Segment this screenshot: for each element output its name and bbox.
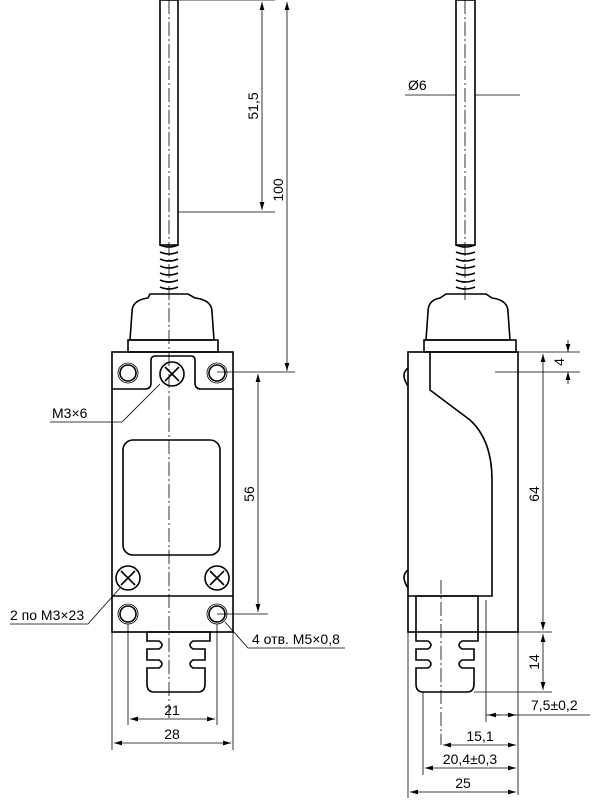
side-bellows: [415, 595, 479, 693]
screw-icons: [115, 361, 230, 591]
dim-20-4: 20,4±0,3: [443, 751, 498, 767]
side-contour: [408, 352, 493, 597]
dim-21: 21: [164, 702, 180, 718]
front-view: [111, 0, 234, 720]
screw-top-label: M3×6: [52, 405, 88, 421]
dim-100: 100: [270, 178, 286, 202]
dim-25: 25: [455, 775, 471, 791]
side-spring: [455, 244, 476, 290]
dim-4: 4: [551, 358, 567, 366]
dim-15-1: 15,1: [466, 728, 493, 744]
front-cap: [129, 293, 215, 341]
front-bellows: [146, 631, 211, 693]
dimension-labels: 51,5 100 56 64 4 14 Ø6 M3×6 2 по M3×23 4…: [10, 77, 578, 791]
side-body: [407, 351, 519, 633]
front-collar: [127, 339, 219, 353]
holes-label: 4 отв. M5×0,8: [252, 631, 340, 647]
dimensions: [10, 0, 590, 798]
dim-56: 56: [241, 486, 257, 502]
side-collar: [423, 339, 517, 353]
dim-7-5: 7,5±0,2: [531, 697, 578, 713]
side-bumps: [403, 367, 409, 589]
dim-64: 64: [526, 486, 542, 502]
side-rod: [455, 0, 476, 246]
dim-28: 28: [164, 726, 180, 742]
front-top-recess: [112, 355, 233, 390]
side-view: [403, 0, 519, 745]
dim-diameter: Ø6: [408, 77, 427, 93]
side-cap: [425, 293, 511, 341]
dim-14: 14: [526, 654, 542, 670]
dim-51-5: 51,5: [245, 92, 261, 119]
front-window: [122, 439, 221, 556]
screws-side-label: 2 по M3×23: [10, 607, 84, 623]
